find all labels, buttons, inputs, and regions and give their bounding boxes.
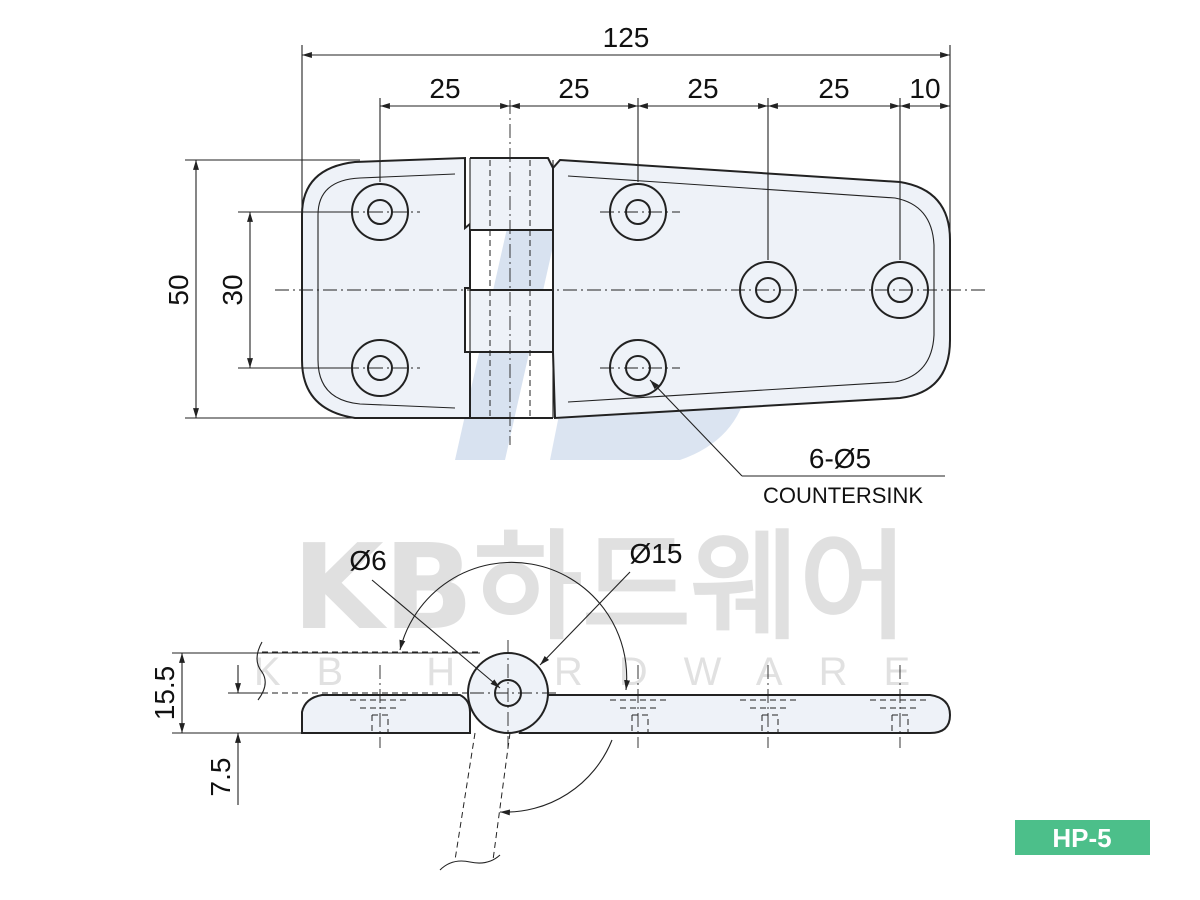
right-leaf-outline	[552, 158, 951, 420]
top-view: 125 25 25 25 25 10 50 30 6-Ø5 COUNTERSIN…	[163, 22, 985, 508]
side-view: Ø6 Ø15 15.5 7.5	[149, 538, 952, 871]
dim-spacing-4: 25	[818, 73, 849, 104]
hole-note-type: COUNTERSINK	[763, 483, 923, 508]
hole-top-right-1	[600, 183, 680, 241]
hole-middle-right-2	[739, 261, 797, 319]
hole-top-left	[345, 183, 420, 241]
left-leaf-outline	[301, 156, 471, 419]
dim-knuckle-diameter: Ø15	[630, 538, 683, 569]
hole-bottom-right-1	[600, 339, 680, 397]
dim-total-height: 15.5	[149, 666, 180, 721]
dim-pin-diameter: Ø6	[349, 545, 386, 576]
hole-middle-right-3	[871, 261, 929, 319]
dim-spacing-3: 25	[687, 73, 718, 104]
dim-pin-center-height: 7.5	[205, 758, 236, 797]
dim-spacing-2: 25	[558, 73, 589, 104]
watermark-brand-korean: KB하드웨어	[292, 518, 908, 656]
hole-note-quantity: 6-Ø5	[809, 443, 871, 474]
dim-overall-width: 125	[603, 22, 650, 53]
dim-hole-row-spacing: 30	[217, 274, 248, 305]
side-plate-outline	[301, 694, 471, 734]
dim-spacing-1: 25	[429, 73, 460, 104]
dim-end-margin: 10	[909, 73, 940, 104]
hole-bottom-left	[345, 339, 420, 397]
watermark-brand-english: KB HARDWARE	[254, 650, 946, 694]
model-badge: HP-5	[1015, 820, 1150, 855]
dim-overall-height: 50	[163, 274, 194, 305]
model-badge-label: HP-5	[1052, 823, 1111, 853]
